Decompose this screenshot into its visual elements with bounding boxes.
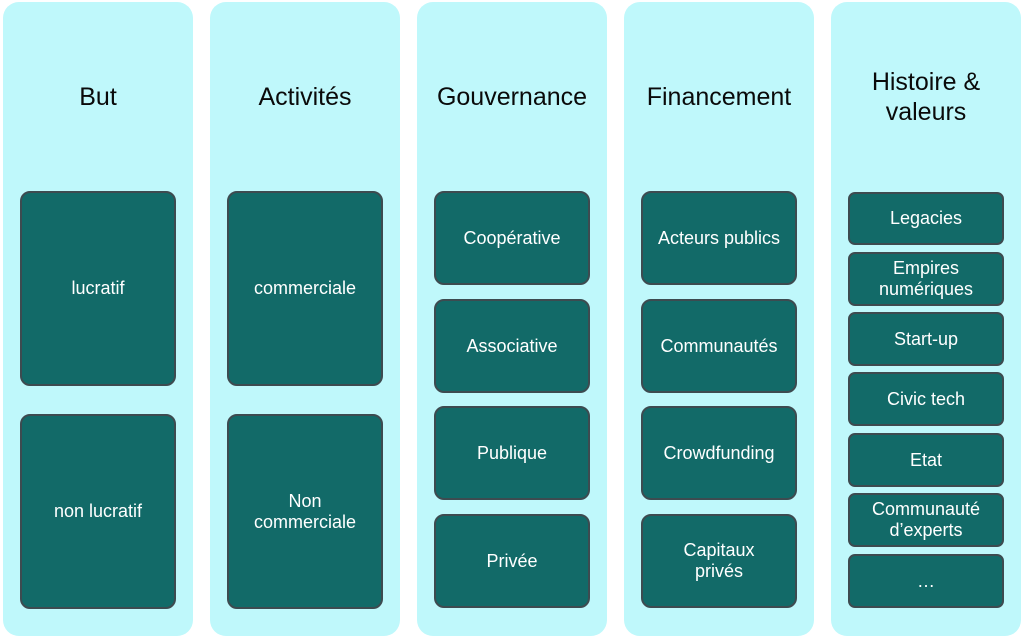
item-box: non lucratif [20, 414, 176, 609]
item-box: Legacies [848, 192, 1004, 245]
item-box: Coopérative [434, 191, 590, 285]
column-but: But lucratif non lucratif [3, 2, 193, 636]
item-box: Crowdfunding [641, 406, 797, 500]
column-title: Financement [646, 83, 792, 111]
column-gouvernance: Gouvernance Coopérative Associative Publ… [417, 2, 607, 636]
item-box: lucratif [20, 191, 176, 386]
item-box: Communautés [641, 299, 797, 393]
column-histoire-valeurs: Histoire & valeurs Legacies Empires numé… [831, 2, 1021, 636]
item-box: Privée [434, 514, 590, 608]
item-box: Start-up [848, 312, 1004, 366]
column-title: But [79, 83, 117, 111]
item-box: Etat [848, 433, 1004, 487]
column-title: Activités [258, 83, 352, 111]
item-box: Communauté d’experts [848, 493, 1004, 547]
item-box: Publique [434, 406, 590, 500]
item-box: Empires numériques [848, 252, 1004, 306]
column-title: Gouvernance [436, 83, 588, 111]
item-box: commerciale [227, 191, 383, 386]
item-box: Acteurs publics [641, 191, 797, 285]
column-activites: Activités commerciale Non commerciale [210, 2, 400, 636]
item-box: Capitaux privés [641, 514, 797, 608]
column-financement: Financement Acteurs publics Communautés … [624, 2, 814, 636]
item-box: Civic tech [848, 372, 1004, 426]
item-box: … [848, 554, 1004, 608]
column-title: Histoire & valeurs [871, 68, 981, 126]
item-box: Associative [434, 299, 590, 393]
item-box: Non commerciale [227, 414, 383, 609]
